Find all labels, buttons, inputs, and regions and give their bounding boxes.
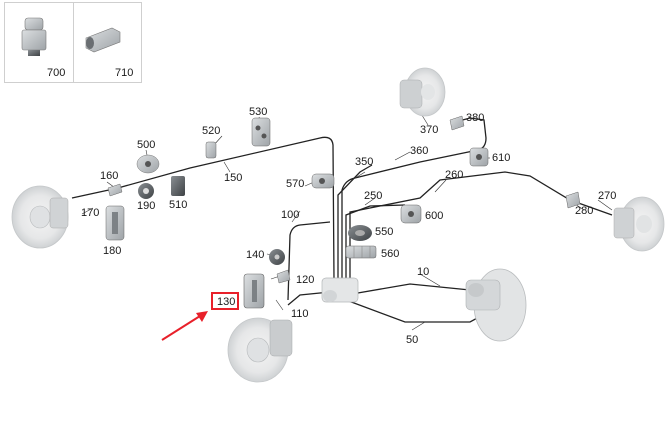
part-label-350[interactable]: 350 bbox=[355, 156, 374, 168]
part-label-150[interactable]: 150 bbox=[224, 172, 243, 184]
part-label-100[interactable]: 100 bbox=[281, 209, 300, 221]
part-label-520[interactable]: 520 bbox=[202, 125, 221, 137]
hex-sleeve-icon[interactable] bbox=[85, 27, 121, 53]
part-550[interactable] bbox=[348, 225, 372, 241]
hydraulic-unit[interactable] bbox=[321, 277, 359, 303]
brake-disc-front-left[interactable] bbox=[227, 317, 293, 383]
part-label-260[interactable]: 260 bbox=[445, 169, 464, 181]
part-label-250[interactable]: 250 bbox=[364, 190, 383, 202]
part-label-110[interactable]: 110 bbox=[291, 308, 309, 320]
part-label-610[interactable]: 610 bbox=[492, 152, 511, 164]
part-label-270[interactable]: 270 bbox=[598, 190, 617, 202]
part-500[interactable] bbox=[136, 154, 160, 174]
part-label-120[interactable]: 120 bbox=[296, 274, 315, 286]
line-100 bbox=[287, 221, 331, 301]
part-label-140[interactable]: 140 bbox=[246, 249, 265, 261]
part-570[interactable] bbox=[311, 173, 335, 189]
part-label-50[interactable]: 50 bbox=[406, 334, 419, 346]
brake-disc-rear-right[interactable] bbox=[613, 196, 665, 252]
part-label-380[interactable]: 380 bbox=[466, 112, 485, 124]
part-label-280[interactable]: 280 bbox=[575, 205, 594, 217]
brake-disc-left[interactable] bbox=[11, 185, 69, 249]
part-label-530[interactable]: 530 bbox=[249, 106, 268, 118]
line-260 bbox=[349, 171, 613, 282]
line-110 bbox=[287, 291, 331, 306]
part-label-180[interactable]: 180 bbox=[103, 245, 122, 257]
part-label-510[interactable]: 510 bbox=[169, 199, 188, 211]
part-label-600[interactable]: 600 bbox=[425, 210, 444, 222]
part-280[interactable] bbox=[565, 191, 581, 209]
part-label-570[interactable]: 570 bbox=[286, 178, 305, 190]
thumbnail-number-710[interactable]: 710 bbox=[115, 67, 134, 79]
part-610[interactable] bbox=[469, 147, 489, 167]
line-350 bbox=[337, 164, 373, 282]
part-190[interactable] bbox=[138, 183, 154, 199]
part-label-170[interactable]: 170 bbox=[81, 207, 100, 219]
callout-arrow-icon bbox=[161, 311, 208, 341]
part-180[interactable] bbox=[105, 205, 125, 241]
part-label-550[interactable]: 550 bbox=[375, 226, 394, 238]
brake-disc-front-right[interactable] bbox=[399, 67, 446, 117]
part-label-190[interactable]: 190 bbox=[137, 200, 156, 212]
part-label-500[interactable]: 500 bbox=[137, 139, 156, 151]
part-label-130[interactable]: 130 bbox=[217, 296, 236, 308]
part-140[interactable] bbox=[269, 249, 285, 265]
highlight-box bbox=[211, 292, 239, 310]
part-530[interactable] bbox=[251, 117, 271, 147]
part-label-10[interactable]: 10 bbox=[417, 266, 430, 278]
part-160[interactable] bbox=[107, 183, 123, 197]
part-130-caliper-bracket[interactable] bbox=[243, 273, 265, 309]
part-560[interactable] bbox=[345, 245, 377, 259]
part-label-370[interactable]: 370 bbox=[420, 124, 439, 136]
line-150 bbox=[71, 136, 335, 281]
part-510[interactable] bbox=[171, 176, 185, 196]
part-label-360[interactable]: 360 bbox=[410, 145, 429, 157]
thumbnail-number-700[interactable]: 700 bbox=[47, 67, 66, 79]
bushing-icon[interactable] bbox=[21, 17, 47, 56]
part-label-560[interactable]: 560 bbox=[381, 248, 400, 260]
line-10 bbox=[351, 283, 471, 295]
part-520[interactable] bbox=[205, 141, 217, 159]
thumbnail-divider bbox=[73, 3, 74, 82]
part-label-160[interactable]: 160 bbox=[100, 170, 119, 182]
brake-booster[interactable] bbox=[465, 268, 527, 342]
part-600[interactable] bbox=[400, 204, 422, 224]
part-380[interactable] bbox=[449, 115, 465, 131]
line-250 bbox=[345, 204, 406, 282]
part-120[interactable] bbox=[276, 269, 291, 284]
